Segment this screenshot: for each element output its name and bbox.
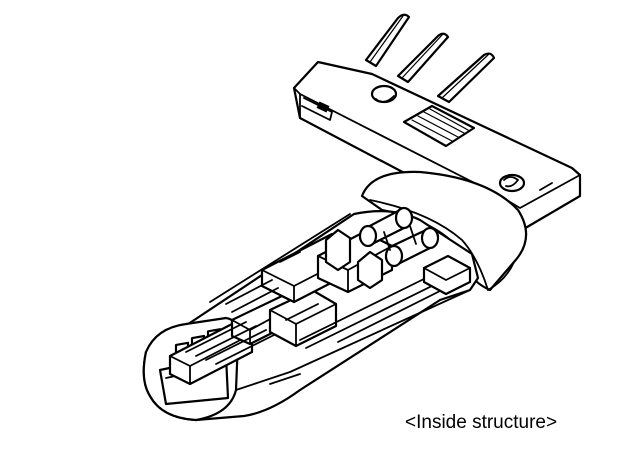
diode-components — [358, 206, 440, 268]
upper-housing-arm — [292, 60, 582, 232]
inner-contacts — [168, 206, 472, 386]
contact-pins — [364, 13, 496, 104]
figure-caption: <Inside structure> — [405, 412, 558, 433]
